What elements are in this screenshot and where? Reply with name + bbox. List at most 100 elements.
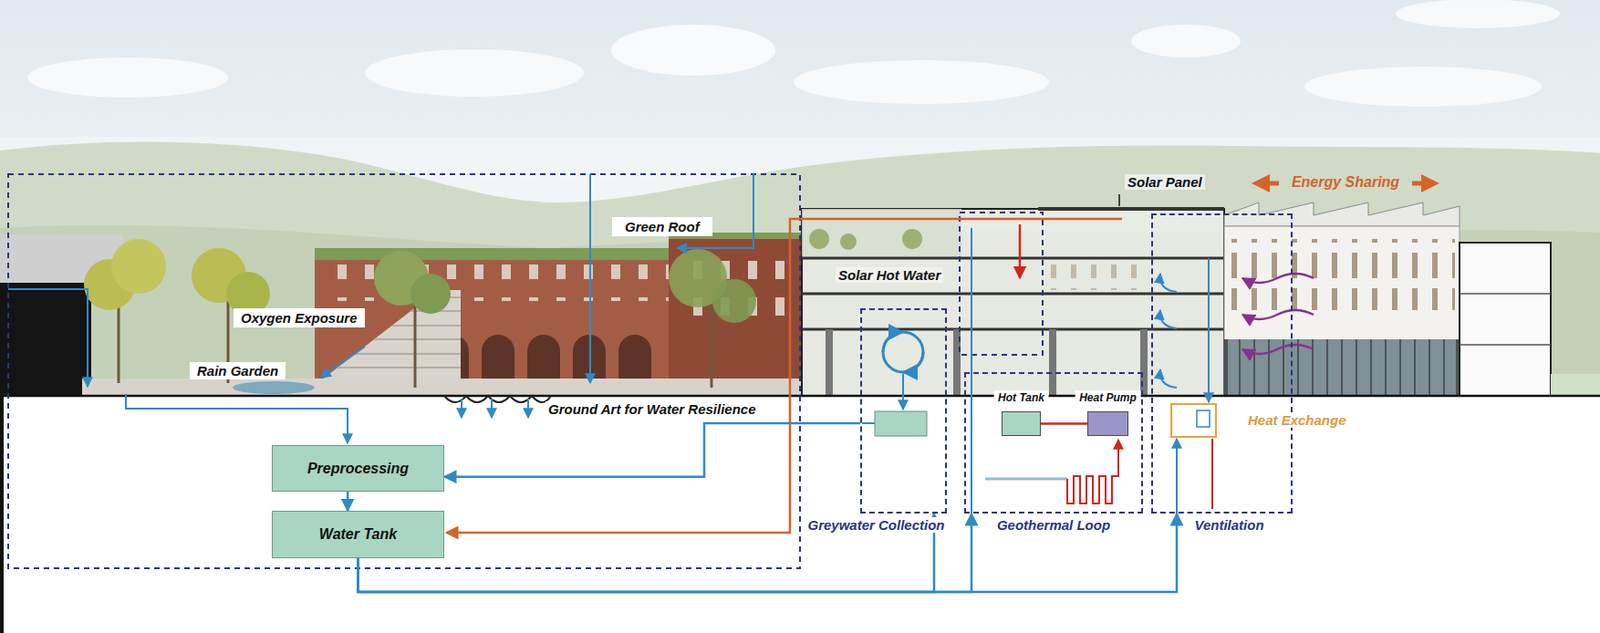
ground-part bbox=[444, 395, 551, 403]
callout-label: Ground Art for Water Resilience bbox=[545, 401, 759, 417]
water-lines-part bbox=[589, 174, 592, 384]
section-building-part bbox=[825, 329, 833, 396]
heat-lines-part bbox=[985, 477, 1068, 481]
zone-box: Geothermal LoopHot TankHeat Pump bbox=[964, 372, 1143, 514]
callout-label: Oxygen Exposure bbox=[233, 308, 365, 328]
callout-label: Rain Garden bbox=[189, 362, 286, 380]
right-building bbox=[1224, 202, 1600, 396]
heat-lines-part bbox=[1067, 439, 1119, 504]
pipe-connector bbox=[444, 423, 861, 478]
sky-part bbox=[793, 60, 1050, 104]
water-lines-part bbox=[883, 332, 924, 373]
equipment-box: Heat Pump bbox=[1087, 411, 1129, 437]
pipe-connector bbox=[358, 513, 1178, 593]
heat-lines-part bbox=[1211, 438, 1214, 510]
section-building-part bbox=[801, 208, 1225, 396]
trees bbox=[83, 238, 757, 388]
section-building-part bbox=[1049, 329, 1057, 396]
zone-box: Ventilation bbox=[1151, 213, 1293, 514]
section-building-part bbox=[801, 208, 962, 259]
left-buildings bbox=[0, 234, 124, 396]
equipment-heading: Hot Tank bbox=[993, 390, 1050, 406]
pipe-connector bbox=[1040, 422, 1088, 426]
left-buildings-part bbox=[0, 282, 92, 396]
section-building-part bbox=[1049, 264, 1145, 291]
right-building-part bbox=[1459, 293, 1551, 345]
water-lines-part bbox=[125, 394, 348, 444]
sky-part bbox=[1395, 0, 1560, 29]
water-lines-part bbox=[1160, 273, 1177, 292]
trees-part bbox=[111, 238, 167, 294]
right-building-part bbox=[1231, 238, 1455, 311]
right-building-part bbox=[1224, 226, 1460, 396]
callout-label: Green Roof bbox=[612, 217, 713, 237]
courtyard-building-part bbox=[668, 238, 801, 396]
pipe-connector bbox=[358, 513, 973, 593]
tank-symbol-part bbox=[874, 411, 927, 437]
zone-heading: Greywater Collection bbox=[804, 517, 947, 533]
sky-part bbox=[364, 49, 584, 97]
heat-lines-part bbox=[1242, 310, 1314, 320]
water-lines-part bbox=[1160, 369, 1177, 388]
water-lines-part bbox=[460, 398, 463, 418]
water-lines-part bbox=[527, 398, 530, 418]
pipe-connector bbox=[346, 491, 350, 511]
node-label: Water Tank bbox=[319, 526, 397, 543]
heat-lines-part bbox=[1196, 410, 1210, 427]
sky-part bbox=[1304, 66, 1542, 107]
zone-box: Greywater Collection bbox=[860, 308, 947, 514]
heat-lines-part bbox=[1018, 224, 1022, 279]
section-building-part bbox=[1118, 194, 1121, 207]
section-building-part bbox=[840, 233, 857, 250]
water-lines-part bbox=[903, 352, 924, 373]
plaza-part bbox=[232, 381, 315, 395]
callout-label: Solar Panel bbox=[1124, 174, 1206, 190]
callout-label: Energy Sharing bbox=[1291, 174, 1400, 191]
heat-lines-part bbox=[1412, 181, 1431, 187]
heat-lines bbox=[446, 183, 1431, 533]
water-lines-part bbox=[883, 332, 904, 353]
tank-symbol bbox=[874, 411, 927, 437]
section-building-part bbox=[1038, 207, 1225, 211]
water-lines-part bbox=[902, 374, 904, 410]
heat-lines-part bbox=[446, 218, 1123, 533]
right-building-part bbox=[1550, 374, 1600, 396]
sky-part bbox=[1131, 24, 1241, 58]
water-lines-part bbox=[676, 174, 754, 249]
zone-heading: Ventilation bbox=[1191, 517, 1267, 533]
equipment-heading: Heat Pump bbox=[1074, 390, 1142, 406]
heat-lines-part bbox=[1260, 181, 1279, 187]
heat-lines-part bbox=[1171, 404, 1216, 437]
water-lines-part bbox=[490, 398, 493, 418]
node-label: Preprocessing bbox=[307, 460, 409, 478]
right-building-part bbox=[1227, 339, 1456, 396]
trees-part bbox=[710, 291, 714, 388]
section-building-part bbox=[809, 228, 830, 250]
right-building-part bbox=[1459, 242, 1551, 396]
water-lines-part bbox=[1207, 258, 1210, 403]
plaza-part bbox=[82, 378, 803, 396]
callout-label: Solar Hot Water bbox=[835, 267, 944, 283]
ground-part bbox=[0, 396, 1600, 633]
equipment-box: Hot Tank bbox=[1001, 411, 1041, 437]
ground-part bbox=[0, 395, 4, 633]
dashed-zones-part bbox=[8, 174, 800, 569]
storage-box: Water Tank bbox=[271, 510, 445, 559]
section-building-part bbox=[902, 228, 923, 250]
sky-part bbox=[611, 24, 776, 76]
water-lines-part bbox=[1160, 310, 1177, 329]
heat-lines-part bbox=[1242, 344, 1314, 354]
courtyard-building-part bbox=[314, 248, 680, 261]
zone-heading: Geothermal Loop bbox=[994, 517, 1113, 533]
section-building-part bbox=[801, 258, 1225, 330]
water-lines-part bbox=[1175, 438, 1178, 514]
water-lines-part bbox=[970, 228, 973, 514]
trees-part bbox=[410, 273, 451, 314]
process-box: Preprocessing bbox=[271, 445, 445, 492]
water-lines-part bbox=[862, 422, 875, 425]
right-building-part bbox=[1224, 339, 1460, 396]
sky-part bbox=[27, 57, 229, 98]
trees-part bbox=[712, 279, 757, 323]
